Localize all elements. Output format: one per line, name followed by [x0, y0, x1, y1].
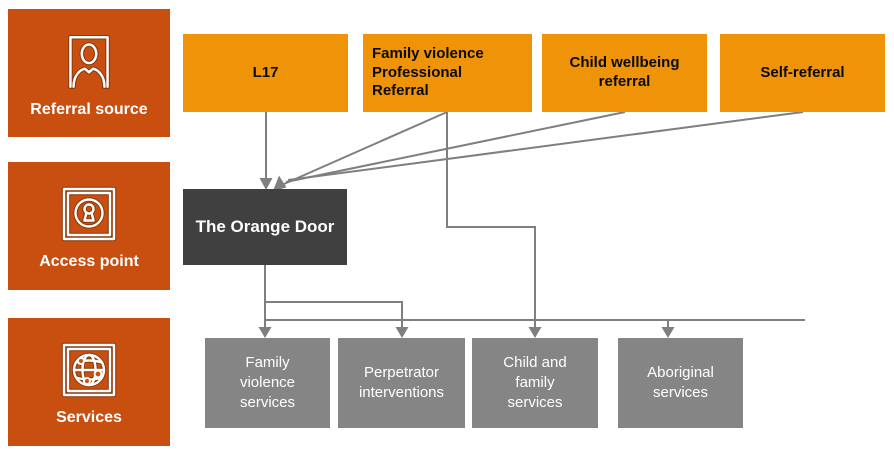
arrowhead-perpetrator	[395, 327, 409, 338]
arrowhead-child-family	[528, 327, 542, 338]
service-box-child-family: Child and family services	[472, 338, 598, 428]
orange-door-box: The Orange Door	[183, 189, 347, 265]
service-box-aboriginal: Aboriginal services	[618, 338, 743, 428]
service-box-family-violence: Family violence services	[205, 338, 330, 428]
connector-self-referral-to-orange-door	[287, 111, 804, 181]
referral-box-label: Child wellbeing referral	[569, 54, 680, 90]
connector-fv-professional-to-child-family	[446, 112, 536, 329]
connector-fv-professional-to-orange-door	[283, 111, 448, 185]
category-label: Access point	[39, 252, 139, 270]
service-box-label: Aboriginal services	[647, 364, 714, 401]
arrowhead-family-violence	[258, 327, 272, 338]
globe-icon	[57, 338, 121, 402]
referral-box-child-wellbeing: Child wellbeing referral	[542, 34, 707, 112]
referral-box-l17: L17	[183, 34, 348, 112]
category-label: Services	[56, 408, 122, 426]
service-box-label: Child and family services	[503, 354, 567, 411]
service-box-label: Perpetrator interventions	[358, 364, 445, 401]
referral-box-label: Family violence Professional Referral	[372, 44, 484, 100]
referral-box-label: Self-referral	[760, 63, 845, 81]
category-label: Referral source	[30, 100, 148, 118]
referral-box-self-referral: Self-referral	[720, 34, 885, 112]
door-person-icon	[56, 28, 122, 94]
arrowhead-diagonals	[273, 175, 287, 191]
service-box-label: Family violence services	[239, 354, 296, 411]
arrowhead-l17	[259, 178, 273, 190]
category-referral-source: Referral source	[8, 9, 170, 137]
connector-branch-perpetrator	[265, 301, 403, 329]
arrowhead-aboriginal	[661, 327, 675, 338]
orange-door-label: The Orange Door	[195, 217, 335, 236]
category-access-point: Access point	[8, 162, 170, 290]
connector-child-wellbeing-to-orange-door	[285, 111, 626, 183]
service-box-perpetrator: Perpetrator interventions	[338, 338, 465, 428]
referral-box-label: L17	[252, 63, 279, 81]
category-services: Services	[8, 318, 170, 446]
referral-box-family-violence-professional: Family violence Professional Referral	[363, 34, 532, 112]
keyhole-icon	[57, 182, 121, 246]
